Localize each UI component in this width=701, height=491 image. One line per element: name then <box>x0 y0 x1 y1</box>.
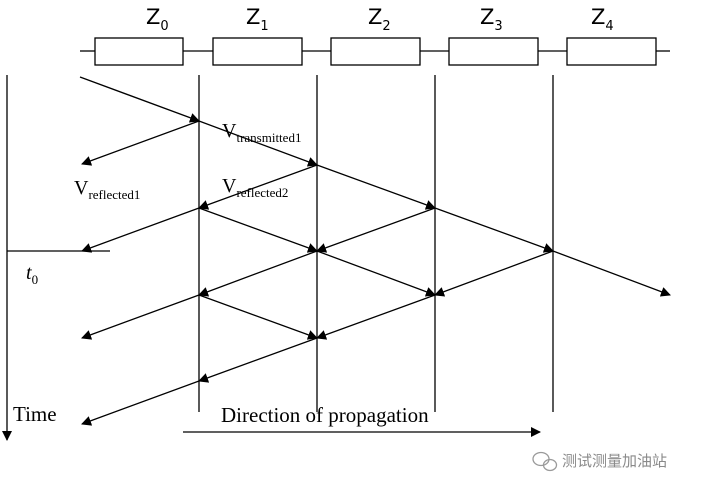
forward-wave-ray <box>316 250 436 297</box>
reflected-wave-ray <box>81 207 200 253</box>
reflected-wave-ray <box>198 337 318 383</box>
t0-label: t0 <box>26 262 38 287</box>
forward-wave-ray <box>198 207 318 253</box>
time-label: Time <box>13 402 57 426</box>
transmitted-wave-ray <box>198 120 318 167</box>
impedance-box-z2 <box>330 37 421 66</box>
direction-label: Direction of propagation <box>221 403 429 427</box>
impedance-label-z3: Z3 <box>480 5 503 34</box>
impedance-box-z3 <box>448 37 539 66</box>
transmission-line <box>80 37 670 66</box>
v-reflected2-label: Vreflected2 <box>222 175 288 200</box>
reflected-wave-ray <box>316 294 436 340</box>
impedance-label-z1: Z1 <box>246 5 269 34</box>
reflected-wave-ray <box>81 294 200 340</box>
v-transmitted1-label: Vtransmitted1 <box>222 120 301 145</box>
impedance-label-z0: Z0 <box>146 5 169 34</box>
reflected-wave-ray-1 <box>81 120 200 166</box>
reflected-wave-ray <box>198 250 318 297</box>
incident-wave-ray <box>79 76 200 123</box>
impedance-box-z4 <box>566 37 657 66</box>
transmitted-wave-ray <box>316 164 436 210</box>
wechat-icon <box>532 451 558 472</box>
transmitted-wave-ray <box>434 207 554 253</box>
v-reflected1-label: Vreflected1 <box>74 177 140 202</box>
impedance-box-z0 <box>94 37 184 66</box>
reflected-wave-ray-2 <box>198 164 318 210</box>
impedance-box-z1 <box>212 37 303 66</box>
watermark-text: 测试测量加油站 <box>562 452 667 470</box>
reflected-wave-ray <box>81 380 200 426</box>
transmitted-wave-ray <box>552 250 671 297</box>
reflected-wave-ray <box>434 250 554 297</box>
forward-wave-ray <box>198 294 318 340</box>
impedance-label-z4: Z4 <box>591 5 614 34</box>
reflected-wave-ray <box>316 207 436 253</box>
watermark: 测试测量加油站 <box>532 451 667 472</box>
impedance-label-z2: Z2 <box>368 5 391 34</box>
